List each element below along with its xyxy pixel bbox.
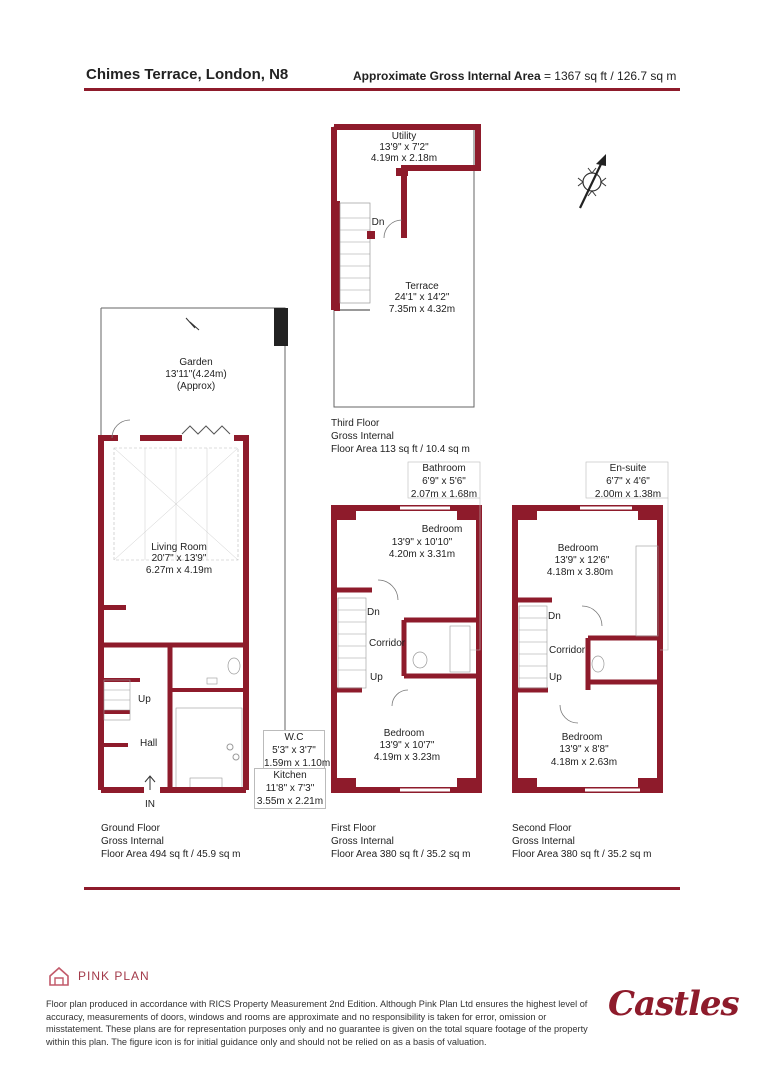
pink-plan-brand: PINK PLAN bbox=[78, 969, 150, 983]
living-name: Living Room bbox=[151, 542, 207, 553]
third-floor-plan bbox=[331, 124, 481, 408]
second-up: Up bbox=[549, 672, 562, 683]
kitchen-name: Kitchen bbox=[273, 770, 307, 781]
gross-area-label: Approximate Gross Internal Area bbox=[353, 69, 541, 83]
gross-area-summary: Approximate Gross Internal Area = 1367 s… bbox=[353, 69, 676, 83]
bed1-top-metric: 4.20m x 3.31m bbox=[389, 549, 455, 560]
bed1-bottom-imperial: 13'9" x 10'7" bbox=[380, 740, 435, 751]
bathroom-imperial: 6'9" x 5'6" bbox=[422, 476, 466, 487]
second-dn: Dn bbox=[548, 611, 561, 622]
first-floor-caption: First Floor Gross Internal Floor Area 38… bbox=[331, 822, 471, 861]
terrace-name: Terrace bbox=[405, 281, 439, 292]
garden-size: 13'11"(4.24m) bbox=[165, 369, 226, 380]
ground-floor-gross: Gross Internal bbox=[101, 836, 164, 847]
ground-up: Up bbox=[138, 694, 151, 705]
first-corridor: Corridor bbox=[369, 638, 406, 649]
ground-floor-plan bbox=[98, 307, 288, 793]
first-up: Up bbox=[370, 672, 383, 683]
third-floor-gross: Gross Internal bbox=[331, 431, 394, 442]
kitchen-imperial: 11'8" x 7'3" bbox=[265, 783, 315, 794]
first-floor-area: Floor Area 380 sq ft / 35.2 sq m bbox=[331, 849, 471, 860]
utility-metric: 4.19m x 2.18m bbox=[371, 153, 437, 164]
pink-plan-house-icon bbox=[49, 966, 69, 986]
bathroom-name: Bathroom bbox=[422, 463, 466, 474]
bed2-bottom-metric: 4.18m x 2.63m bbox=[551, 757, 617, 768]
second-floor-name: Second Floor bbox=[512, 823, 572, 834]
living-metric: 6.27m x 4.19m bbox=[146, 565, 212, 576]
bed1-bottom-name: Bedroom bbox=[384, 728, 425, 739]
ensuite-label: En-suite 6'7" x 4'6" 2.00m x 1.38m bbox=[590, 462, 666, 501]
first-dn: Dn bbox=[367, 607, 380, 618]
garden-name: Garden bbox=[179, 357, 212, 368]
third-floor-caption: Third Floor Gross Internal Floor Area 11… bbox=[331, 417, 470, 456]
compass-north-icon bbox=[577, 154, 607, 209]
third-floor-dn: Dn bbox=[372, 217, 385, 228]
entrance-in: IN bbox=[145, 799, 155, 810]
castles-logo: Castles bbox=[608, 984, 740, 1024]
header-rule bbox=[84, 88, 680, 91]
bed1-bottom-metric: 4.19m x 3.23m bbox=[374, 752, 440, 763]
utility-name: Utility bbox=[392, 131, 416, 142]
wc-metric: 1.59m x 1.10m bbox=[264, 758, 331, 769]
wc-name: W.C bbox=[284, 732, 304, 743]
third-floor-name: Third Floor bbox=[331, 418, 380, 429]
property-address: Chimes Terrace, London, N8 bbox=[86, 66, 289, 83]
second-floor-gross: Gross Internal bbox=[512, 836, 575, 847]
ensuite-metric: 2.00m x 1.38m bbox=[594, 489, 662, 500]
ensuite-imperial: 6'7" x 4'6" bbox=[606, 476, 650, 487]
ground-floor-area: Floor Area 494 sq ft / 45.9 sq m bbox=[101, 849, 241, 860]
terrace-metric: 7.35m x 4.32m bbox=[389, 304, 455, 315]
utility-imperial: 13'9" x 7'2" bbox=[379, 142, 429, 153]
living-imperial: 20'7" x 13'9" bbox=[152, 553, 207, 564]
bed2-bottom-imperial: 13'9" x 8'8" bbox=[559, 744, 609, 755]
first-floor-name: First Floor bbox=[331, 823, 376, 834]
first-floor-plan bbox=[331, 461, 482, 793]
bathroom-metric: 2.07m x 1.68m bbox=[410, 489, 478, 500]
bed2-bottom-name: Bedroom bbox=[562, 732, 603, 743]
disclaimer-text: Floor plan produced in accordance with R… bbox=[46, 999, 588, 1047]
kitchen-metric: 3.55m x 2.21m bbox=[256, 796, 324, 807]
bed2-top-imperial: 13'9" x 12'6" bbox=[555, 555, 610, 566]
wc-label: W.C 5'3" x 3'7" 1.59m x 1.10m bbox=[263, 730, 331, 771]
bed2-top-name: Bedroom bbox=[558, 543, 599, 554]
second-floor-caption: Second Floor Gross Internal Floor Area 3… bbox=[512, 822, 652, 861]
third-floor-area: Floor Area 113 sq ft / 10.4 sq m bbox=[331, 444, 470, 455]
footer-rule bbox=[84, 887, 680, 890]
ground-floor-caption: Ground Floor Gross Internal Floor Area 4… bbox=[101, 822, 241, 861]
gross-area-value: = 1367 sq ft / 126.7 sq m bbox=[543, 69, 677, 83]
bathroom-label: Bathroom 6'9" x 5'6" 2.07m x 1.68m bbox=[410, 462, 478, 501]
bed1-top-imperial: 13'9" x 10'10" bbox=[392, 537, 453, 548]
hall-name: Hall bbox=[140, 738, 157, 749]
bed2-top-metric: 4.18m x 3.80m bbox=[547, 567, 613, 578]
ensuite-name: En-suite bbox=[609, 463, 647, 474]
first-floor-gross: Gross Internal bbox=[331, 836, 394, 847]
ground-floor-name: Ground Floor bbox=[101, 823, 160, 834]
bed1-top-name: Bedroom bbox=[422, 524, 463, 535]
wc-imperial: 5'3" x 3'7" bbox=[272, 745, 316, 756]
terrace-imperial: 24'1" x 14'2" bbox=[395, 292, 450, 303]
second-floor-area: Floor Area 380 sq ft / 35.2 sq m bbox=[512, 849, 652, 860]
second-floor-plan bbox=[512, 461, 669, 793]
garden-note: (Approx) bbox=[177, 381, 215, 392]
pink-plan-logo: PINK PLAN bbox=[48, 965, 150, 987]
kitchen-label: Kitchen 11'8" x 7'3" 3.55m x 2.21m bbox=[254, 768, 326, 809]
second-corridor: Corridor bbox=[549, 645, 586, 656]
